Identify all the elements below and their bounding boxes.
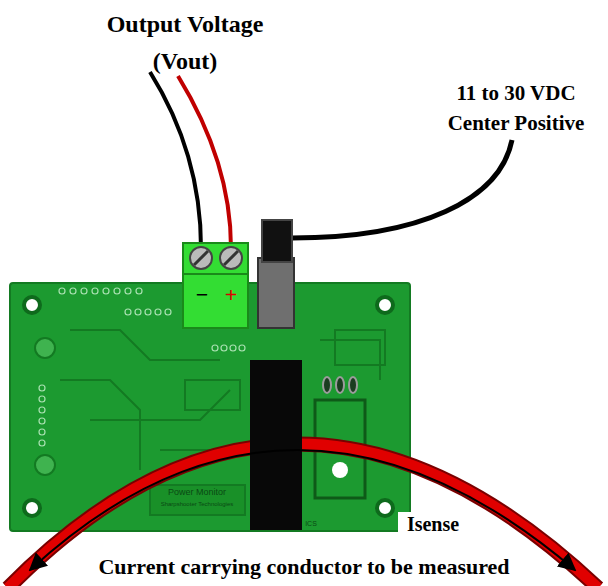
isense-arrow xyxy=(30,450,575,570)
pcb-traces xyxy=(60,330,385,515)
output-voltage-label: Output Voltage (Vout) xyxy=(74,6,296,80)
dc-jack-body xyxy=(258,258,294,328)
large-pads xyxy=(35,338,55,475)
mounting-holes xyxy=(24,297,393,516)
minus-terminal: − xyxy=(193,283,211,307)
board-name: Power Monitor xyxy=(152,487,242,498)
terminal-screws xyxy=(190,247,242,269)
isense-label: Isense xyxy=(398,512,468,536)
plus-terminal: + xyxy=(222,283,240,307)
component-pads xyxy=(323,377,357,393)
caption-label: Current carrying conductor to be measure… xyxy=(20,553,588,581)
board-maker: Sharpshooter Technologies xyxy=(152,500,242,508)
conductor-outline xyxy=(8,444,598,586)
current-conductor xyxy=(8,444,598,586)
via xyxy=(332,462,348,478)
current-sensor xyxy=(250,360,302,530)
power-cable xyxy=(292,140,512,238)
supply-label: 11 to 30 VDC Center Positive xyxy=(428,78,604,138)
terminal-block xyxy=(183,243,248,328)
black-wire xyxy=(150,72,201,248)
silkscreen-text: ICS xyxy=(303,519,319,528)
red-wire xyxy=(178,76,231,248)
dc-plug xyxy=(262,220,292,262)
